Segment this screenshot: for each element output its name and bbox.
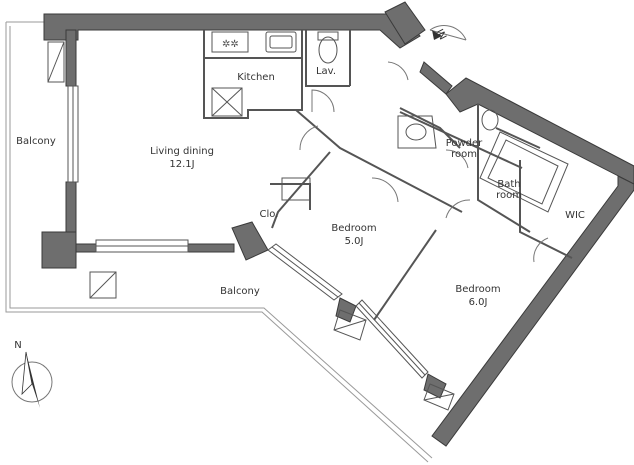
ac-unit-icon [89, 271, 117, 299]
outdoor-units [47, 41, 455, 411]
interior-walls [203, 30, 573, 321]
label-powder-room-1: Powder [446, 138, 483, 149]
ac-unit-icon [47, 41, 65, 83]
label-powder-room-2: room [451, 149, 477, 160]
north-arrow-icon [26, 352, 40, 408]
toilet-icon [317, 31, 339, 64]
door-swing-bed1 [371, 177, 399, 203]
bathtub-icon [479, 131, 569, 213]
door-swing-wic [533, 237, 549, 263]
ac-unit-icon [423, 383, 455, 411]
label-lavatory: Lav. [316, 66, 336, 77]
label-balcony-south: Balcony [220, 286, 260, 297]
door-swing-bed2 [445, 199, 471, 219]
ac-unit-icon [333, 309, 367, 341]
compass-north-label: N [14, 340, 21, 351]
label-kitchen: Kitchen [237, 72, 275, 83]
label-living-dining-size: 12.1J [169, 159, 194, 170]
label-bedroom-1-size: 5.0J [345, 236, 364, 247]
washbasin-icon [397, 109, 499, 149]
washer-space-icon [281, 177, 311, 201]
entrance-marker: IN [432, 28, 448, 42]
fridge-space-icon [211, 87, 243, 117]
room-labels: Balcony Living dining 12.1J Kitchen Lav.… [16, 66, 585, 308]
label-bedroom-2: Bedroom [455, 284, 500, 295]
label-living-dining: Living dining [150, 146, 214, 157]
compass: N [11, 340, 53, 408]
sink-icon [265, 31, 297, 53]
door-swing-powder [445, 149, 469, 169]
svg-text:✲✲: ✲✲ [222, 39, 239, 50]
label-wic: WIC [565, 210, 585, 221]
stove-icon [211, 31, 249, 53]
door-swing-living [299, 125, 319, 151]
label-closet: Clo. [260, 209, 279, 220]
label-bath-2: room [496, 190, 522, 201]
door-swing-entry [429, 25, 467, 41]
label-balcony-west: Balcony [16, 136, 56, 147]
entrance-arrow-icon [432, 30, 442, 40]
kitchen-fixtures: ✲✲ [211, 31, 297, 117]
door-swing-lav [311, 89, 335, 113]
label-bedroom-1: Bedroom [331, 223, 376, 234]
balcony-outline [5, 21, 433, 463]
label-bath-1: Bath [497, 179, 520, 190]
door-swings [299, 25, 549, 263]
exterior-walls [41, 1, 634, 447]
door-swing-hall [387, 61, 409, 81]
label-bedroom-2-size: 6.0J [469, 297, 488, 308]
